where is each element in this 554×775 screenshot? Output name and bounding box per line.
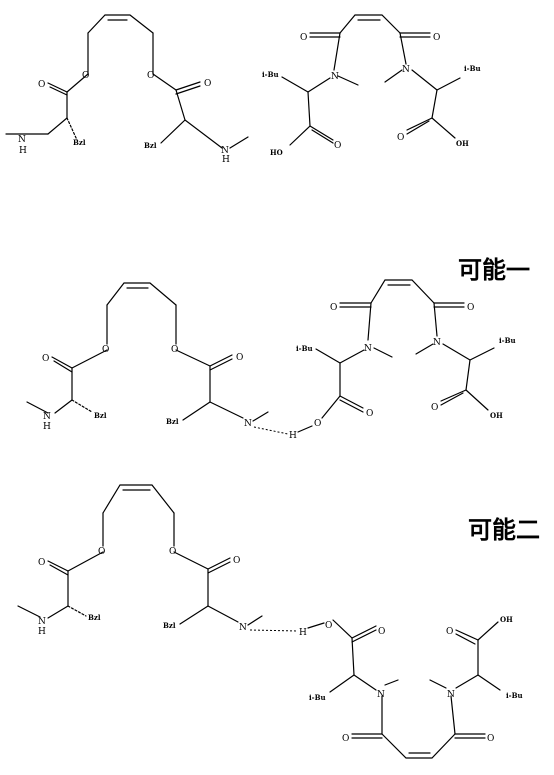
o-label: O — [378, 627, 385, 637]
n-label: N — [244, 419, 252, 429]
o-label: O — [325, 621, 332, 631]
hydrogen-bond — [249, 629, 299, 632]
o-label: O — [467, 303, 474, 313]
bzl-label: Bzl — [166, 417, 179, 426]
o-label: O — [397, 133, 404, 143]
caption-possibility-2: 可能二 — [468, 515, 540, 544]
n-label: N — [18, 135, 26, 145]
o-label: O — [342, 734, 349, 744]
oh-label: OH — [500, 615, 513, 624]
n-label: N — [43, 412, 51, 422]
o-label: O — [300, 33, 307, 43]
n-label: N — [433, 338, 441, 348]
caption-possibility-1: 可能一 — [458, 255, 530, 284]
o-label: O — [330, 303, 337, 313]
o-label: O — [487, 734, 494, 744]
diester-molecule-3: O O O O N H N Bzl Bzl — [17, 484, 263, 637]
o-label: O — [98, 547, 105, 557]
n-label: N — [447, 690, 455, 700]
n-label: N — [331, 72, 339, 82]
o-label: O — [334, 141, 341, 151]
ibu-label: i-Bu — [506, 691, 523, 700]
o-label: O — [169, 547, 176, 557]
hydrogen-bond — [253, 426, 289, 435]
diester-molecule-2: O O O O N H N Bzl Bzl — [26, 282, 269, 432]
o-label: O — [233, 556, 240, 566]
o-label: O — [42, 354, 49, 364]
o-label: O — [102, 345, 109, 355]
diamide-molecule-2: O O N N O O O OH i-Bu i-Bu — [296, 279, 516, 429]
bzl-label: Bzl — [73, 138, 86, 147]
n-label: N — [239, 623, 247, 633]
o-label: O — [314, 419, 321, 429]
o-label: O — [446, 627, 453, 637]
h-label: H — [299, 628, 307, 638]
ho-label: HO — [270, 148, 283, 157]
h-label: H — [289, 431, 297, 441]
h-label: H — [38, 627, 46, 637]
o-label: O — [147, 71, 154, 81]
o-label: O — [204, 79, 211, 89]
h-label: H — [43, 422, 51, 432]
o-label: O — [82, 71, 89, 81]
bzl-label: Bzl — [88, 613, 101, 622]
n-label: N — [377, 690, 385, 700]
o-label: O — [431, 403, 438, 413]
o-label: O — [236, 353, 243, 363]
ibu-label: i-Bu — [296, 344, 313, 353]
o-label: O — [38, 80, 45, 90]
diester-molecule-1: O O O O N H N H Bzl Bzl — [5, 14, 249, 165]
bzl-label: Bzl — [163, 621, 176, 630]
h-label: H — [19, 146, 27, 156]
oh-label: OH — [490, 411, 503, 420]
ibu-label: i-Bu — [464, 64, 481, 73]
o-label: O — [171, 345, 178, 355]
o-label: O — [366, 409, 373, 419]
diamide-molecule-1: O O N N O O HO OH i-Bu i-Bu — [262, 14, 481, 157]
o-label: O — [433, 33, 440, 43]
ibu-label: i-Bu — [309, 693, 326, 702]
bzl-label: Bzl — [144, 141, 157, 150]
n-label: N — [221, 146, 229, 156]
bzl-label: Bzl — [94, 411, 107, 420]
ibu-label: i-Bu — [262, 70, 279, 79]
h-label: H — [222, 155, 230, 165]
oh-label: OH — [456, 139, 469, 148]
n-label: N — [38, 617, 46, 627]
ibu-label: i-Bu — [499, 336, 516, 345]
n-label: N — [402, 65, 410, 75]
diamide-molecule-3: O O N N O O O OH i-Bu i-Bu — [309, 615, 523, 759]
n-label: N — [364, 344, 372, 354]
o-label: O — [38, 558, 45, 568]
